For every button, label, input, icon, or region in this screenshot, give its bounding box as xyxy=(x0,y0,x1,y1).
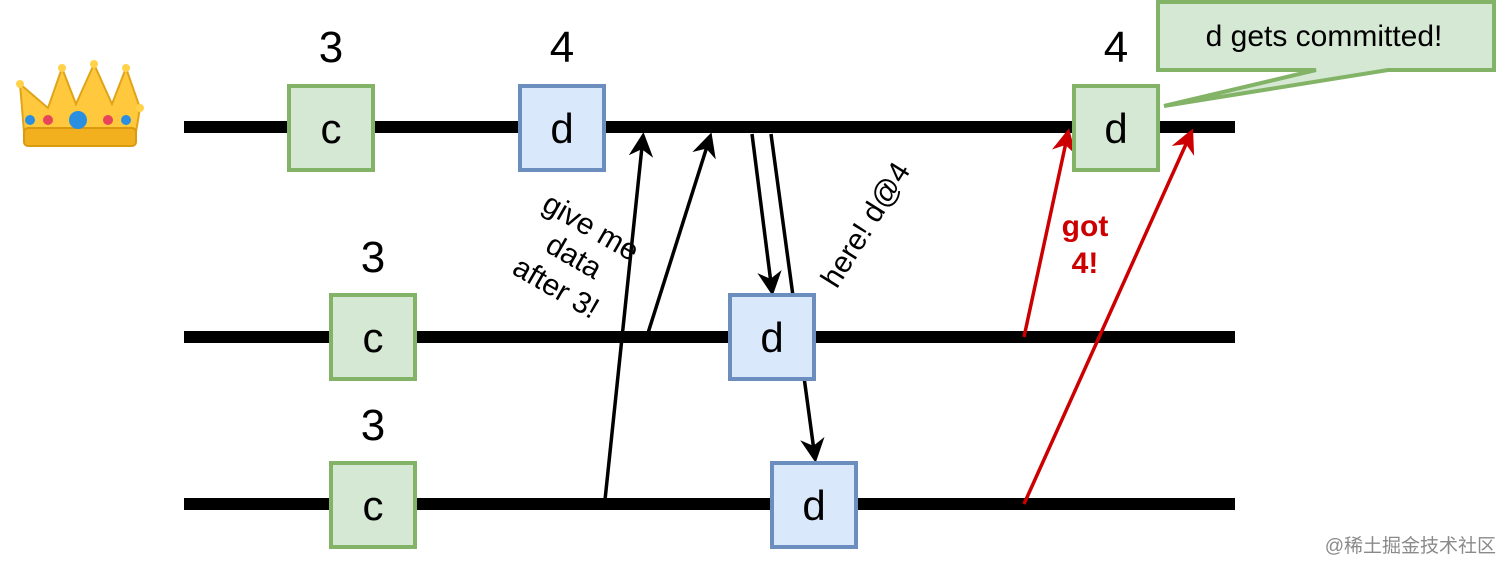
follower-2-received-d-box xyxy=(770,461,858,549)
request-arrow-1 xyxy=(603,132,654,501)
leader-entry-d-value: d xyxy=(550,105,573,152)
follower-1-entry-c-value: c xyxy=(363,314,384,361)
leader-entry-c-value: c xyxy=(321,105,342,152)
crown-icon xyxy=(16,60,144,147)
leader-entry-c-term: 3 xyxy=(319,23,343,72)
request-label: give me data after 3! xyxy=(507,187,644,326)
follower-1-entry-c-term: 3 xyxy=(361,233,385,282)
leader-committed-entry-box xyxy=(1072,84,1160,172)
commit-callout-text: d gets committed! xyxy=(1206,20,1443,53)
follower-2-received-d-value: d xyxy=(802,482,825,529)
follower-2-entry-c-box xyxy=(329,461,417,549)
commit-callout xyxy=(1156,0,1496,108)
follower-2-entry-c-value: c xyxy=(363,482,384,529)
ack-arrow-1 xyxy=(1022,128,1076,338)
ack-label-line-1: got xyxy=(1062,210,1109,243)
leader-committed-entry-term: 4 xyxy=(1104,23,1128,72)
leader-entry-d-term: 4 xyxy=(550,23,574,72)
ack-label-line-2: 4! xyxy=(1072,247,1099,280)
request-arrow-2 xyxy=(646,132,716,334)
ack-arrow-2 xyxy=(1022,128,1195,505)
follower-1-entry-c-box xyxy=(329,293,417,381)
response-label: here! d@4 xyxy=(815,157,917,294)
follower-1-received-d-value: d xyxy=(760,314,783,361)
response-arrow-1 xyxy=(750,133,782,296)
follower-2-entry-c-term: 3 xyxy=(361,401,385,450)
watermark: @稀土掘金技术社区 xyxy=(1325,535,1496,557)
leader-entry-c-box xyxy=(287,84,375,172)
follower-1-received-d-box xyxy=(728,293,816,381)
leader-entry-d-box xyxy=(518,84,606,172)
leader-committed-entry-value: d xyxy=(1104,105,1127,152)
